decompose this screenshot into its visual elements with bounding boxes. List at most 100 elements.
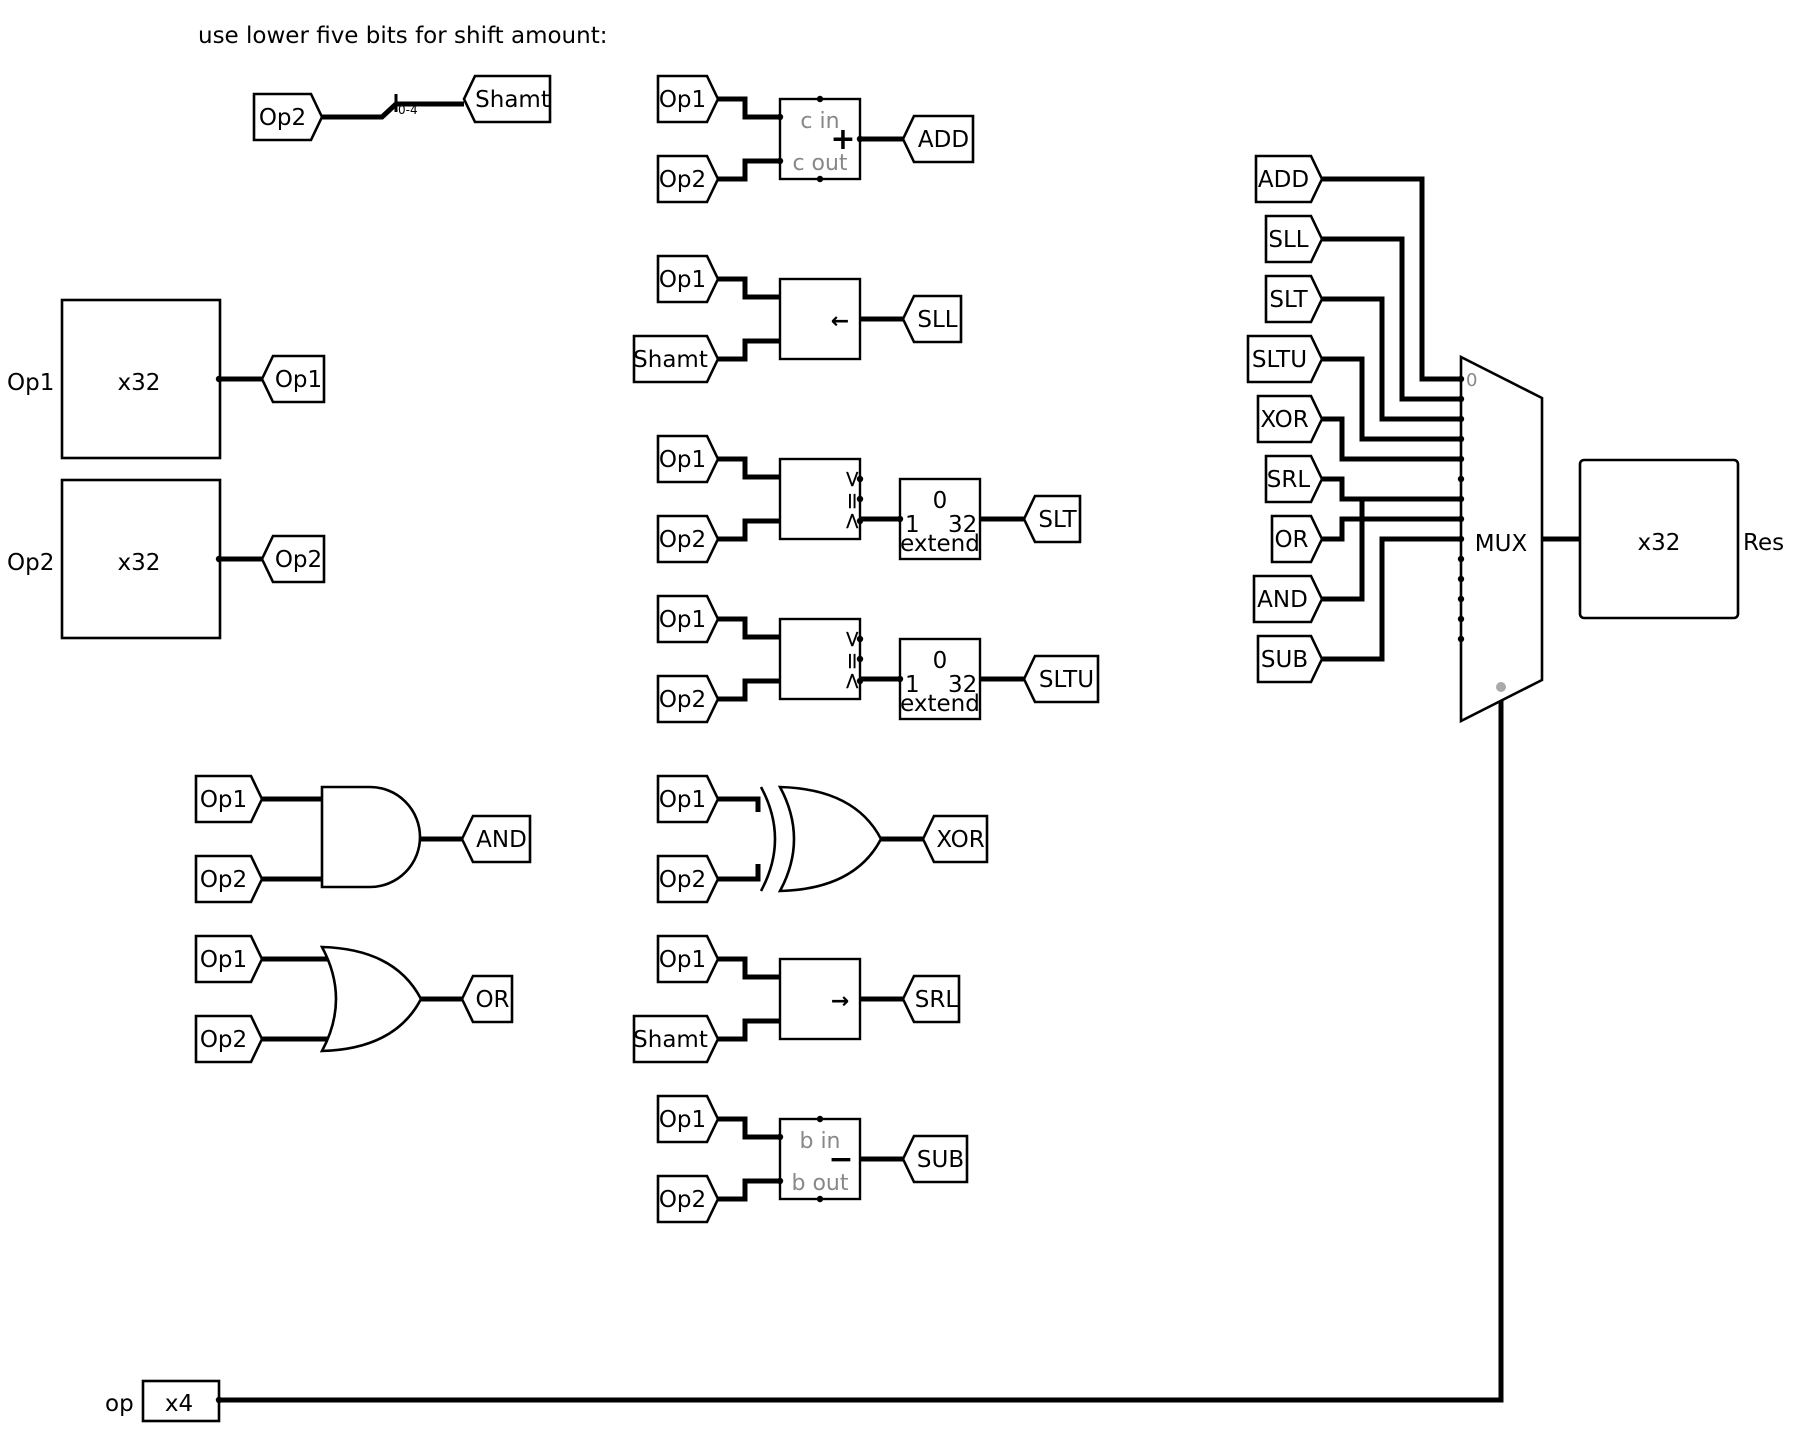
port-dot: [856, 655, 864, 663]
add-tunnel-mux[interactable]: ADD: [1254, 154, 1324, 204]
and-tunnel-mux-label: AND: [1257, 587, 1308, 613]
add-tunnel-out-label: ADD: [918, 127, 969, 153]
pin-dots: [215, 95, 1465, 1404]
subtractor[interactable]: b in b out −: [778, 1117, 862, 1201]
op2-tunnel-xor[interactable]: Op2: [656, 854, 720, 904]
op1-tunnel-xor-label: Op1: [659, 787, 706, 813]
wires: [219, 96, 1580, 1403]
port-dot: [1457, 475, 1465, 483]
sltu-extender[interactable]: 0 1 32 extend: [898, 637, 982, 721]
srl-tunnel-mux[interactable]: SRL: [1264, 454, 1324, 504]
shift-right[interactable]: →: [778, 957, 862, 1041]
comparator-unsigned[interactable]: > = <: [778, 617, 865, 701]
op2-tunnel-and[interactable]: Op2: [194, 854, 264, 904]
port-dot: [1457, 415, 1465, 423]
port-dot: [856, 475, 864, 483]
xor-tunnel-out[interactable]: XOR: [921, 814, 989, 864]
add-tunnel-out[interactable]: ADD: [901, 114, 975, 164]
ext1-in: 1: [905, 512, 920, 538]
shift-left-icon: ←: [831, 309, 849, 334]
sll-tunnel-mux[interactable]: SLL: [1264, 214, 1324, 264]
op1-tunnel-add[interactable]: Op1: [656, 74, 720, 124]
slt-tunnel-out[interactable]: SLT: [1022, 494, 1082, 544]
op2-tunnel-sltu-label: Op2: [659, 687, 706, 713]
or-tunnel-mux-label: OR: [1274, 527, 1308, 553]
op1-tunnel-sltu-label: Op1: [659, 607, 706, 633]
op1-tunnel-sll[interactable]: Op1: [656, 254, 720, 304]
shift-note: use lower five bits for shift amount:: [198, 23, 607, 49]
comparator-signed[interactable]: > = <: [778, 457, 865, 541]
sub-tunnel-mux[interactable]: SUB: [1256, 634, 1324, 684]
sltu-tunnel-mux-label: SLTU: [1252, 347, 1307, 373]
result-mux[interactable]: 0 MUX: [1459, 354, 1544, 724]
xor-gate[interactable]: [759, 785, 883, 893]
op2-tunnel-splitter-label: Op2: [259, 105, 306, 131]
shift-left[interactable]: ←: [778, 277, 862, 361]
xor-tunnel-mux[interactable]: XOR: [1256, 394, 1324, 444]
op1-tunnel-xor[interactable]: Op1: [656, 774, 720, 824]
and-tunnel-out-label: AND: [476, 827, 527, 853]
or-gate[interactable]: [319, 945, 423, 1053]
op-input-pin[interactable]: op x4: [105, 1379, 221, 1423]
slt-extender[interactable]: 0 1 32 extend: [898, 477, 982, 561]
op2-input-label: Op2: [7, 550, 54, 576]
sll-tunnel-out[interactable]: SLL: [901, 294, 963, 344]
or-tunnel-mux[interactable]: OR: [1270, 514, 1324, 564]
xor-tunnel-mux-label: XOR: [1260, 407, 1308, 433]
adder[interactable]: c in c out +: [778, 97, 862, 181]
op1-tunnel-out-label: Op1: [275, 367, 322, 393]
and-gate[interactable]: [320, 785, 422, 889]
sub-tunnel-out[interactable]: SUB: [901, 1134, 969, 1184]
cmp1-gt-label: >: [839, 469, 865, 488]
mux-select-port: [1496, 682, 1506, 692]
ext2-label: extend: [900, 691, 980, 717]
port-dot: [856, 135, 864, 143]
cmp1-lt-label: <: [839, 511, 865, 530]
cmp2-gt-label: >: [839, 629, 865, 648]
op2-tunnel-out[interactable]: Op2: [260, 534, 326, 584]
op1-input-pin[interactable]: Op1 x32: [7, 298, 222, 460]
shamt-tunnel-srl[interactable]: Shamt: [632, 1014, 720, 1064]
op-input-width: x4: [165, 1391, 193, 1417]
op1-tunnel-or[interactable]: Op1: [194, 934, 264, 984]
port-dot: [816, 1195, 824, 1203]
port-dot: [215, 1396, 223, 1404]
res-output-pin[interactable]: x32 Res: [1578, 458, 1784, 620]
shamt-tunnel-sll[interactable]: Shamt: [632, 334, 720, 384]
sub-bout-label: b out: [792, 1171, 849, 1196]
op2-tunnel-or[interactable]: Op2: [194, 1014, 264, 1064]
op2-tunnel-sltu[interactable]: Op2: [656, 674, 720, 724]
port-dot: [1457, 615, 1465, 623]
srl-tunnel-out[interactable]: SRL: [901, 974, 961, 1024]
op1-tunnel-sub[interactable]: Op1: [656, 1094, 720, 1144]
op2-tunnel-slt[interactable]: Op2: [656, 514, 720, 564]
port-dot: [1457, 375, 1465, 383]
op2-tunnel-add[interactable]: Op2: [656, 154, 720, 204]
op2-input-pin[interactable]: Op2 x32: [7, 478, 222, 640]
op2-tunnel-sub[interactable]: Op2: [656, 1174, 720, 1224]
op2-tunnel-sub-label: Op2: [659, 1187, 706, 1213]
shamt-splitter[interactable]: 0-4: [394, 94, 418, 117]
op1-tunnel-and[interactable]: Op1: [194, 774, 264, 824]
shamt-tunnel-out[interactable]: Shamt: [462, 74, 552, 124]
op1-tunnel-sltu[interactable]: Op1: [656, 594, 720, 644]
or-tunnel-out[interactable]: OR: [460, 974, 514, 1024]
port-dot: [896, 675, 904, 683]
op1-tunnel-out[interactable]: Op1: [260, 354, 326, 404]
and-tunnel-mux[interactable]: AND: [1252, 574, 1324, 624]
add-tunnel-mux-label: ADD: [1258, 167, 1309, 193]
sll-tunnel-out-label: SLL: [917, 307, 957, 333]
op1-tunnel-srl-label: Op1: [659, 947, 706, 973]
and-tunnel-out[interactable]: AND: [460, 814, 532, 864]
sltu-tunnel-mux[interactable]: SLTU: [1246, 334, 1324, 384]
op1-tunnel-slt[interactable]: Op1: [656, 434, 720, 484]
ext1-label: extend: [900, 531, 980, 557]
op2-tunnel-splitter[interactable]: Op2: [252, 92, 324, 142]
port-dot: [856, 635, 864, 643]
sltu-tunnel-out[interactable]: SLTU: [1022, 654, 1100, 704]
op1-tunnel-srl[interactable]: Op1: [656, 934, 720, 984]
port-dot: [856, 677, 864, 685]
port-dot: [1457, 535, 1465, 543]
slt-tunnel-mux[interactable]: SLT: [1264, 274, 1324, 324]
